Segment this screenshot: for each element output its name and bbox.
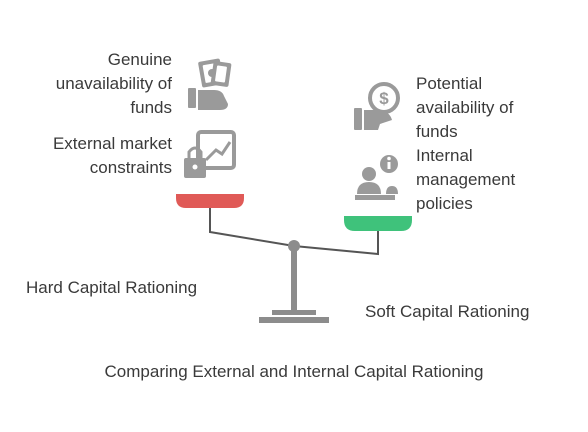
scale-base-top bbox=[272, 310, 316, 315]
scale-pivot bbox=[288, 240, 300, 252]
right-top-label-line-3: funds bbox=[416, 122, 458, 141]
diagram-title: Comparing External and Internal Capital … bbox=[104, 362, 484, 381]
right-pan bbox=[344, 216, 412, 231]
right-top-label: Potential availability of funds bbox=[416, 72, 586, 144]
left-pan bbox=[176, 194, 244, 208]
right-top-label-line-2: availability of bbox=[416, 98, 514, 117]
left-bottom-label: External market constraints bbox=[2, 132, 172, 180]
soft-capital-rationing-label: Soft Capital Rationing bbox=[365, 302, 530, 321]
hand-money-icon bbox=[188, 58, 232, 110]
scale-pole bbox=[291, 248, 297, 310]
right-bottom-label-line-1: Internal bbox=[416, 146, 473, 165]
svg-text:$: $ bbox=[379, 89, 389, 108]
left-bottom-label-line-1: External market bbox=[52, 134, 172, 153]
hard-capital-rationing-label: Hard Capital Rationing bbox=[26, 278, 198, 297]
left-top-label-line-3: funds bbox=[130, 98, 172, 117]
left-top-label-line-2: unavailability of bbox=[55, 74, 172, 93]
right-top-label-line-1: Potential bbox=[416, 74, 483, 93]
left-top-label: Genuine unavailability of funds bbox=[2, 48, 172, 120]
right-bottom-label-line-2: management bbox=[416, 170, 516, 189]
left-bottom-label-line-2: constraints bbox=[89, 158, 172, 177]
left-top-label-line-1: Genuine bbox=[107, 50, 172, 69]
right-bottom-label-line-3: policies bbox=[416, 194, 473, 213]
manager-info-icon bbox=[355, 155, 398, 200]
scale-base bbox=[259, 317, 329, 323]
hand-dollar-coin-icon: $ bbox=[354, 82, 400, 130]
right-bottom-label: Internal management policies bbox=[416, 144, 586, 216]
locked-chart-icon bbox=[184, 130, 236, 178]
